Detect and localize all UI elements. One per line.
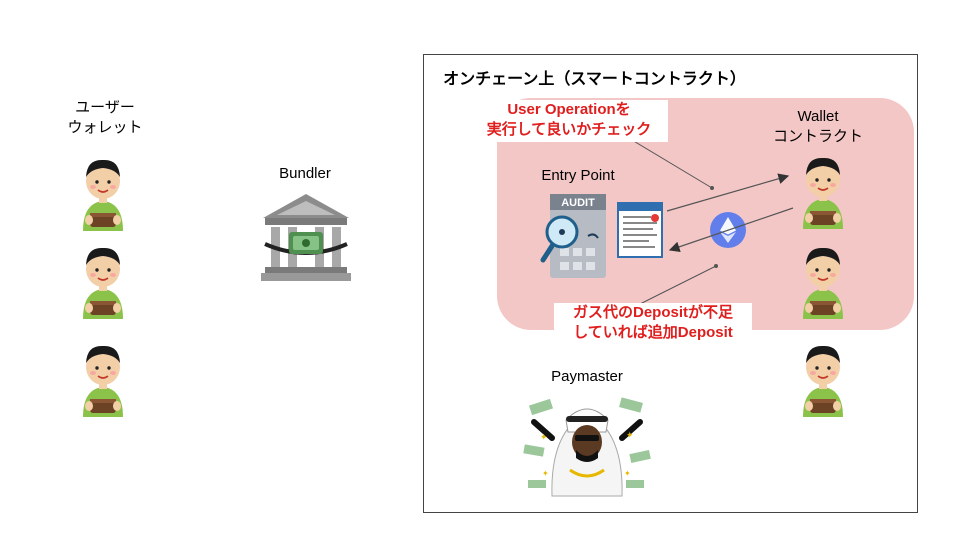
paymaster-label: Paymaster <box>551 368 623 385</box>
bundler-label: Bundler <box>279 165 331 182</box>
user-person-icon <box>79 243 127 321</box>
note-deposit-line1: ガス代のDepositが不足 <box>572 304 733 321</box>
audit-text: AUDIT <box>561 197 595 209</box>
entry-point-label: Entry Point <box>541 167 615 184</box>
paymaster-rich-man-icon: ✦ ✦ ✦ ✦ <box>522 392 652 498</box>
wallet-person-icon <box>799 243 847 321</box>
user-wallet-label: ユーザー ウォレット <box>60 98 150 138</box>
wallet-person-icon <box>799 341 847 419</box>
svg-text:✦: ✦ <box>626 431 634 441</box>
note-deposit-line2: していれば追加Deposit <box>573 324 733 341</box>
audit-document-icon <box>617 202 663 258</box>
wallet-contract-label-line2: コントラクト <box>772 128 863 145</box>
note-add-deposit: ガス代のDepositが不足 していれば追加Deposit <box>554 303 752 345</box>
note-check-line2: 実行して良いかチェック <box>486 121 652 138</box>
svg-text:✦: ✦ <box>540 433 548 443</box>
user-person-icon <box>79 155 127 233</box>
onchain-title: オンチェーン上（スマートコントラクト） <box>443 71 746 88</box>
wallet-contract-label-line1: Wallet <box>797 108 839 125</box>
note-check-line1: User Operationを <box>507 101 631 118</box>
note-check-user-operation: User Operationを 実行して良いかチェック <box>470 100 668 142</box>
wallet-person-icon <box>799 153 847 231</box>
svg-text:✦: ✦ <box>542 469 549 478</box>
user-wallet-label-line1: ユーザー <box>75 99 135 116</box>
svg-text:✦: ✦ <box>624 469 631 478</box>
wallet-contract-label: Wallet コントラクト <box>768 107 868 147</box>
ethereum-icon <box>709 211 747 249</box>
bank-icon <box>259 192 353 284</box>
user-wallet-label-line2: ウォレット <box>67 119 143 136</box>
audit-building-icon: AUDIT <box>540 190 608 282</box>
user-person-icon <box>79 341 127 419</box>
